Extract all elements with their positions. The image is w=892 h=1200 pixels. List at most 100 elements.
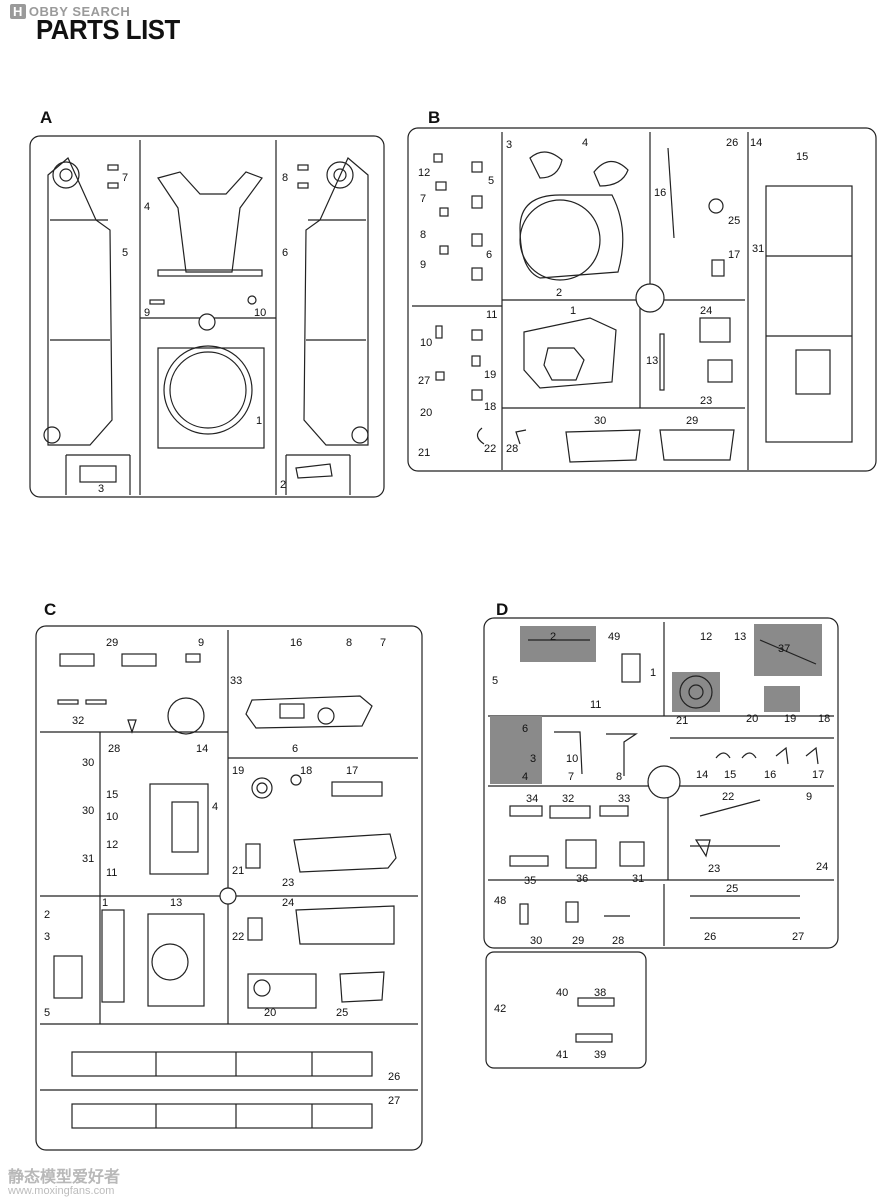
- svg-text:24: 24: [816, 861, 828, 873]
- svg-text:19: 19: [484, 369, 496, 381]
- svg-text:27: 27: [792, 931, 804, 943]
- svg-text:10: 10: [566, 753, 578, 765]
- svg-text:26: 26: [388, 1071, 400, 1083]
- svg-text:3: 3: [98, 483, 104, 495]
- svg-text:7: 7: [420, 193, 426, 205]
- svg-text:3: 3: [506, 139, 512, 151]
- svg-text:4: 4: [582, 137, 588, 149]
- svg-text:28: 28: [612, 935, 624, 947]
- svg-text:28: 28: [108, 743, 120, 755]
- svg-text:10: 10: [420, 337, 432, 349]
- svg-text:9: 9: [144, 307, 150, 319]
- svg-text:1: 1: [102, 897, 108, 909]
- svg-text:29: 29: [572, 935, 584, 947]
- svg-text:1: 1: [650, 667, 656, 679]
- svg-text:21: 21: [676, 715, 688, 727]
- svg-text:16: 16: [654, 187, 666, 199]
- svg-text:16: 16: [764, 769, 776, 781]
- svg-text:25: 25: [336, 1007, 348, 1019]
- svg-text:23: 23: [708, 863, 720, 875]
- svg-text:28: 28: [506, 443, 518, 455]
- svg-text:15: 15: [796, 151, 808, 163]
- svg-text:2: 2: [556, 287, 562, 299]
- svg-text:2: 2: [280, 479, 286, 491]
- svg-text:6: 6: [292, 743, 298, 755]
- sprue-d-letter: D: [496, 600, 509, 619]
- svg-text:9: 9: [198, 637, 204, 649]
- svg-text:4: 4: [144, 201, 150, 213]
- svg-text:1: 1: [256, 415, 262, 427]
- svg-text:13: 13: [170, 897, 182, 909]
- svg-text:14: 14: [696, 769, 708, 781]
- svg-text:22: 22: [484, 443, 496, 455]
- svg-text:7: 7: [122, 172, 128, 184]
- svg-text:21: 21: [418, 447, 430, 459]
- svg-text:15: 15: [724, 769, 736, 781]
- sprue-b-letter: B: [428, 108, 441, 127]
- svg-text:24: 24: [282, 897, 294, 909]
- sprue-a-letter: A: [40, 108, 53, 127]
- svg-text:13: 13: [734, 631, 746, 643]
- svg-text:11: 11: [486, 309, 497, 321]
- svg-text:9: 9: [806, 791, 812, 803]
- svg-text:10: 10: [106, 811, 118, 823]
- svg-text:31: 31: [82, 853, 94, 865]
- svg-text:33: 33: [230, 675, 242, 687]
- svg-text:18: 18: [484, 401, 496, 413]
- svg-text:5: 5: [44, 1007, 50, 1019]
- svg-text:6: 6: [282, 247, 288, 259]
- sprue-c-part-numbers: 29 9 16 8 7 33 32 28 14 6 30 19 18 17 15…: [44, 637, 400, 1107]
- svg-text:6: 6: [522, 723, 528, 735]
- svg-text:30: 30: [82, 757, 94, 769]
- svg-text:25: 25: [728, 215, 740, 227]
- svg-text:26: 26: [704, 931, 716, 943]
- svg-text:21: 21: [232, 865, 244, 877]
- svg-text:12: 12: [418, 167, 430, 179]
- svg-text:18: 18: [300, 765, 312, 777]
- svg-text:9: 9: [420, 259, 426, 271]
- svg-text:7: 7: [380, 637, 386, 649]
- svg-text:17: 17: [812, 769, 824, 781]
- svg-text:34: 34: [526, 793, 538, 805]
- svg-text:35: 35: [524, 875, 536, 887]
- svg-text:8: 8: [346, 637, 352, 649]
- svg-text:8: 8: [420, 229, 426, 241]
- svg-text:14: 14: [750, 137, 762, 149]
- svg-text:39: 39: [594, 1049, 606, 1061]
- svg-text:29: 29: [686, 415, 698, 427]
- svg-text:17: 17: [346, 765, 358, 777]
- svg-text:2: 2: [44, 909, 50, 921]
- sprue-d-part-numbers: 2 49 12 13 37 5 1 11 21 20 19 18 6 3 10 …: [492, 631, 830, 1061]
- svg-text:36: 36: [576, 873, 588, 885]
- svg-text:6: 6: [486, 249, 492, 261]
- svg-text:27: 27: [388, 1095, 400, 1107]
- svg-text:12: 12: [700, 631, 712, 643]
- svg-text:42: 42: [494, 1003, 506, 1015]
- svg-text:33: 33: [618, 793, 630, 805]
- svg-text:30: 30: [594, 415, 606, 427]
- svg-text:22: 22: [232, 931, 244, 943]
- svg-text:40: 40: [556, 987, 568, 999]
- svg-text:13: 13: [646, 355, 658, 367]
- svg-text:1: 1: [570, 305, 576, 317]
- svg-text:26: 26: [726, 137, 738, 149]
- svg-text:19: 19: [784, 713, 796, 725]
- svg-text:14: 14: [196, 743, 208, 755]
- svg-text:23: 23: [700, 395, 712, 407]
- svg-text:30: 30: [530, 935, 542, 947]
- svg-text:2: 2: [550, 631, 556, 643]
- svg-text:4: 4: [522, 771, 528, 783]
- svg-text:20: 20: [746, 713, 758, 725]
- svg-text:41: 41: [556, 1049, 568, 1061]
- svg-text:38: 38: [594, 987, 606, 999]
- svg-text:32: 32: [72, 715, 84, 727]
- svg-text:15: 15: [106, 789, 118, 801]
- svg-text:11: 11: [106, 867, 117, 879]
- svg-text:30: 30: [82, 805, 94, 817]
- svg-text:18: 18: [818, 713, 830, 725]
